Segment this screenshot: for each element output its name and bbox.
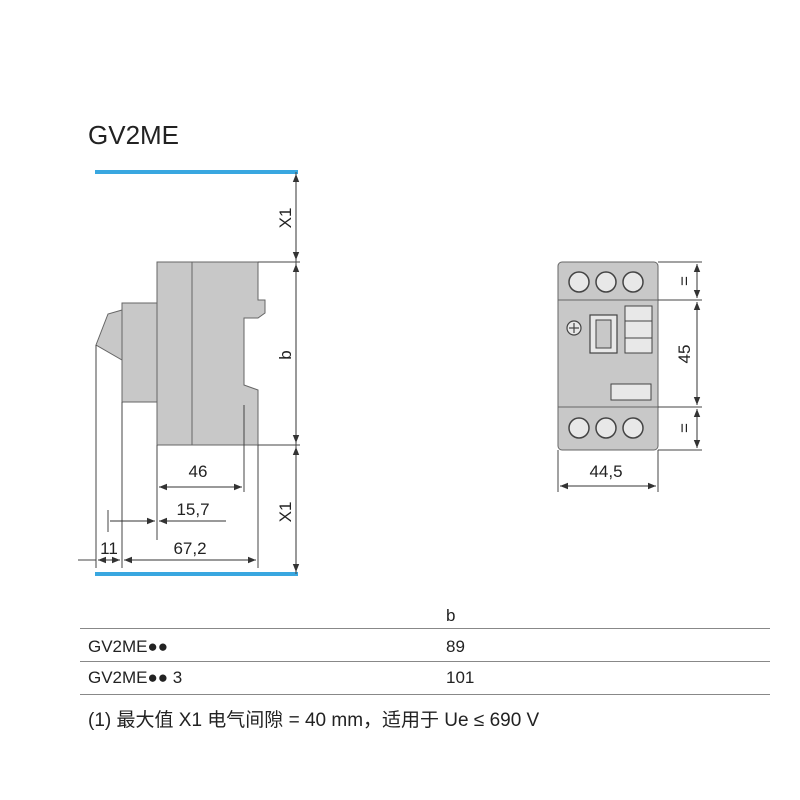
table-row-1-model: GV2ME●●	[88, 637, 169, 656]
dimension-drawing: X1 b X1 46 15,7 11 67,2	[78, 170, 702, 576]
table-row-2-model: GV2ME●● 3	[88, 668, 183, 687]
dim-x1-bottom-label: X1	[276, 502, 295, 523]
table-divider	[80, 661, 770, 662]
table-divider	[80, 628, 770, 629]
dim-eq-top-label: =	[675, 276, 694, 286]
terminal-screw-icon	[622, 417, 644, 439]
dim-15-7-label: 15,7	[176, 500, 209, 519]
front-view-body	[557, 261, 659, 451]
side-view-body	[95, 261, 266, 446]
dim-44-5-label: 44,5	[589, 462, 622, 481]
front-view-dims	[560, 264, 701, 490]
table-row-1-b: 89	[446, 637, 465, 656]
dim-b-label: b	[276, 350, 295, 359]
dim-45-label: 45	[675, 345, 694, 364]
terminal-screw-icon	[568, 271, 590, 293]
table-divider	[80, 694, 770, 695]
terminal-screw-icon	[595, 271, 617, 293]
table-header-b: b	[446, 606, 456, 625]
side-view-horizontal-dims	[98, 483, 256, 564]
front-view-extension-lines	[557, 261, 702, 492]
terminal-screw-icon	[568, 417, 590, 439]
footnote: (1) 最大值 X1 电气间隙 = 40 mm，适用于 Ue ≤ 690 V	[88, 710, 540, 731]
dim-11-label: 11	[100, 539, 118, 558]
dim-eq-bottom-label: =	[675, 423, 694, 433]
dim-x1-top-label: X1	[276, 208, 295, 229]
terminal-screw-icon	[622, 271, 644, 293]
dim-46-label: 46	[189, 462, 208, 481]
page-title: GV2ME	[88, 120, 180, 150]
table-row-2-b: 101	[446, 668, 475, 687]
terminal-screw-icon	[595, 417, 617, 439]
dim-67-2-label: 67,2	[173, 539, 206, 558]
